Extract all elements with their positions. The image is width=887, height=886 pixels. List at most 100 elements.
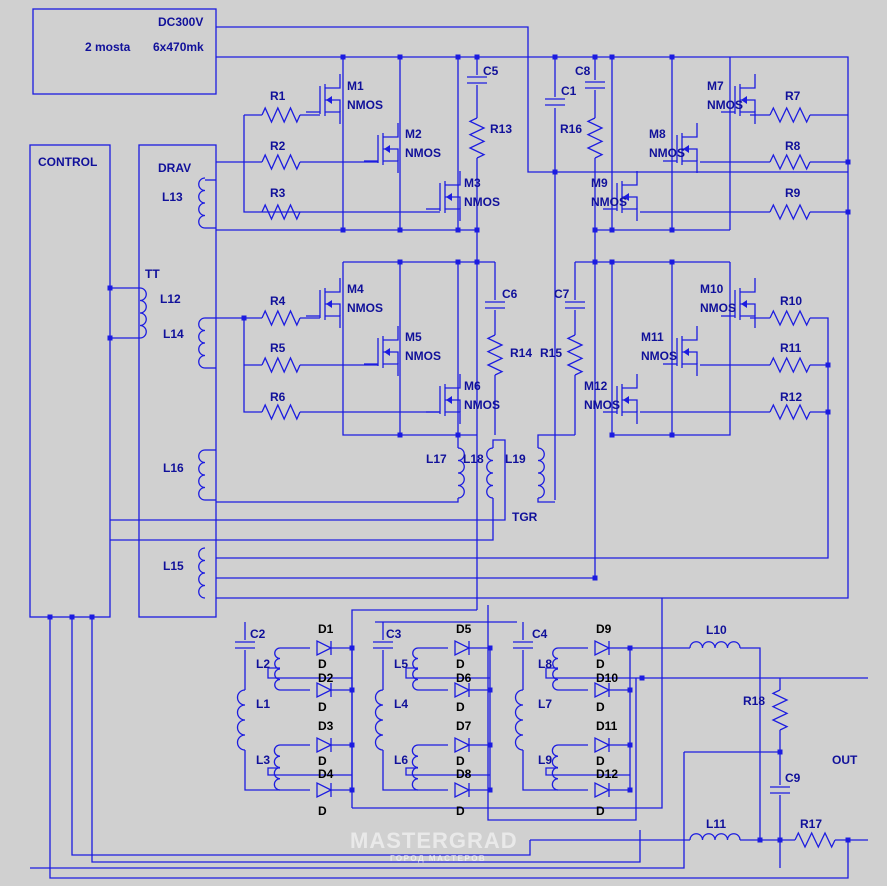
component-label: L6: [394, 753, 408, 767]
component-label: R8: [785, 139, 801, 153]
component-label: M6: [464, 379, 481, 393]
wire: [487, 605, 637, 821]
component-label: NMOS: [464, 398, 500, 412]
component-label: R17: [800, 817, 822, 831]
diode-type-label: D: [596, 700, 605, 714]
component-label: M3: [464, 176, 481, 190]
junction-dot: [487, 742, 493, 748]
junction-dot: [487, 687, 493, 693]
wire: [49, 617, 849, 879]
inductor-L1: [236, 689, 246, 751]
junction-dot: [669, 432, 675, 438]
junction-dot: [487, 787, 493, 793]
junction-dot: [627, 787, 633, 793]
inductor-l18: [486, 447, 494, 499]
junction-dot: [455, 259, 461, 265]
diode-type-label: D: [596, 754, 605, 768]
control-block: [29, 144, 111, 618]
component-label: M4: [347, 282, 364, 296]
component-label: C1: [561, 84, 577, 98]
component-label: C8: [575, 64, 591, 78]
nmos-m6: [426, 374, 461, 424]
nmos-m3: [426, 171, 461, 221]
component-label: NMOS: [649, 146, 685, 160]
diode-label: D3: [318, 719, 334, 733]
component-label: NMOS: [347, 301, 383, 315]
wire: [522, 750, 558, 791]
nmos-m7: [721, 74, 756, 124]
wire: [216, 26, 848, 173]
component-label: C9: [785, 771, 801, 785]
diode-D12: [594, 781, 611, 799]
component-label: R18: [743, 694, 765, 708]
component-label: L11: [706, 817, 726, 831]
component-label: NMOS: [464, 195, 500, 209]
component-label: R11: [780, 341, 802, 355]
component-label: M11: [641, 330, 664, 344]
junction-dot: [609, 227, 615, 233]
nmos-m11: [663, 326, 698, 376]
component-label: L16: [163, 461, 184, 475]
nmos-m8: [663, 123, 698, 173]
diode-D3: [316, 736, 333, 754]
junction-dot: [349, 687, 355, 693]
component-label: L10: [706, 623, 727, 637]
capacitor-c9: [770, 786, 790, 794]
component-label: L14: [163, 327, 184, 341]
component-label: R9: [785, 186, 801, 200]
diode-type-label: D: [456, 700, 465, 714]
component-label: NMOS: [584, 398, 620, 412]
component-label: CONTROL: [38, 155, 97, 169]
nmos-m12: [603, 374, 638, 424]
component-label: NMOS: [405, 349, 441, 363]
resistor-r13: [468, 117, 486, 159]
inductor-L5: [412, 647, 419, 691]
wire: [244, 750, 280, 791]
component-label: C7: [554, 287, 570, 301]
junction-dot: [825, 362, 831, 368]
resistor-r16: [586, 117, 604, 159]
wire: [405, 667, 490, 679]
inductor-l10: [689, 641, 741, 649]
component-label: 6x470mk: [153, 40, 204, 54]
junction-dot: [609, 259, 615, 265]
component-label: R2: [270, 139, 286, 153]
junction-dot: [349, 787, 355, 793]
capacitor-C2: [235, 641, 255, 649]
wire: [545, 767, 630, 776]
junction-dot: [397, 259, 403, 265]
component-label: R6: [270, 390, 286, 404]
component-label: R15: [540, 346, 562, 360]
component-label: L5: [394, 657, 408, 671]
resistor-r17: [794, 831, 836, 849]
capacitor-C3: [373, 641, 393, 649]
nmos-m2: [364, 123, 399, 173]
wire: [110, 498, 494, 541]
junction-dot: [825, 409, 831, 415]
inductor-l19: [537, 447, 545, 499]
diode-label: D1: [318, 622, 334, 636]
junction-dot: [47, 614, 53, 620]
inductor-l15: [198, 547, 206, 599]
wire: [110, 439, 506, 521]
component-label: C6: [502, 287, 518, 301]
resistor-r14: [486, 334, 504, 376]
junction-dot: [349, 645, 355, 651]
diode-label: D12: [596, 767, 618, 781]
wire: [342, 262, 477, 436]
resistor-r18: [771, 689, 789, 731]
junction-dot: [397, 227, 403, 233]
component-label: DC300V: [158, 15, 203, 29]
component-label: L13: [162, 190, 183, 204]
resistor-r3: [261, 203, 301, 221]
junction-dot: [669, 259, 675, 265]
component-label: R4: [270, 294, 286, 308]
component-label: C4: [532, 627, 548, 641]
wire: [91, 617, 641, 863]
resistor-r12: [769, 403, 811, 421]
inductor-L6: [411, 744, 419, 791]
component-label: L4: [394, 697, 408, 711]
diode-label: D4: [318, 767, 334, 781]
junction-dot: [777, 837, 783, 843]
wire: [71, 617, 531, 856]
